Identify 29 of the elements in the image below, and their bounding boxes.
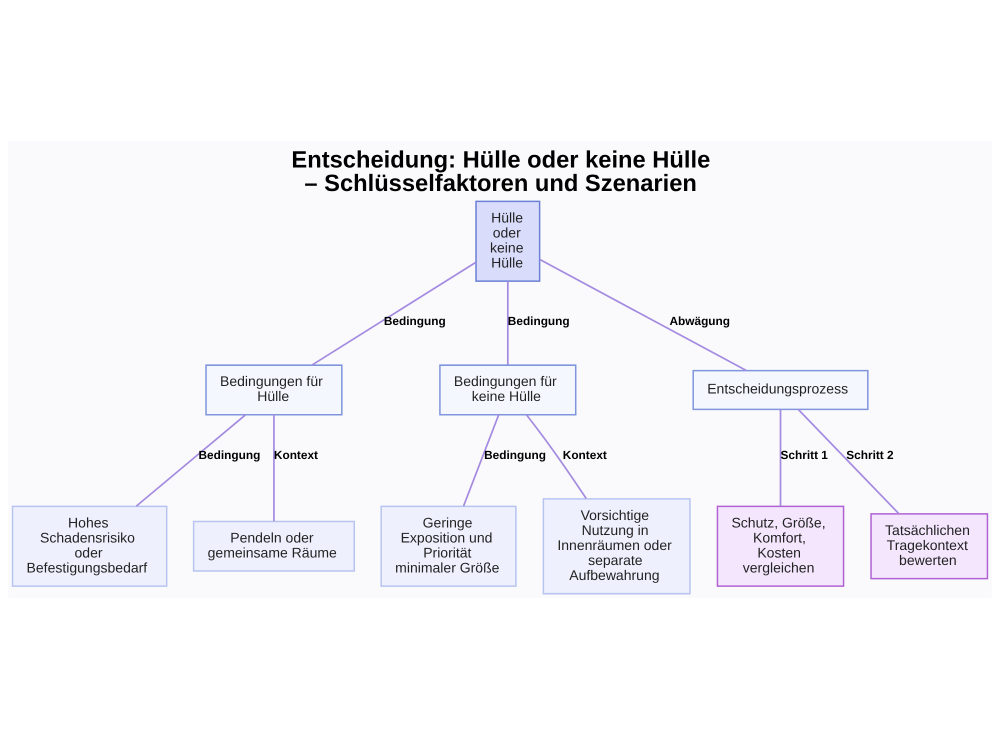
edge-label: Kontext: [562, 447, 607, 462]
connector: [136, 414, 246, 506]
edge-label: Bedingung: [484, 447, 546, 462]
connector: [526, 414, 587, 498]
edge-label: Abwägung: [669, 314, 730, 328]
connector: [273, 414, 275, 521]
connector: [798, 408, 900, 514]
node-box: Tatsächlichen Tragekontext bewerten: [870, 512, 988, 579]
connector: [780, 409, 782, 506]
node-box: Hülle oder keine Hülle: [475, 200, 540, 282]
connector: [506, 280, 509, 364]
edge-label: Bedingung: [198, 447, 260, 462]
node-box: Entscheidungsprozess: [692, 369, 869, 410]
connector: [539, 258, 747, 371]
edge-label: Schritt 2: [846, 447, 894, 462]
edge-label: Schritt 1: [780, 447, 828, 462]
node-box: Bedingungen für Hülle: [205, 364, 343, 416]
diagram-title: Entscheidung: Hülle oder keine Hülle – Schlüsselfaktoren und Szenarien: [291, 147, 710, 197]
node-box: Bedingungen für keine Hülle: [439, 364, 576, 416]
node-box: Hohes Schadensrisiko oder Befestigungsbedarf: [12, 505, 168, 586]
connector: [462, 414, 500, 506]
edge-label: Bedingung: [508, 314, 570, 328]
node-box: Vorsichtige Nutzung in Innenräumen oder separate Aufbewahrung: [542, 498, 691, 594]
edge-label: Kontext: [274, 447, 318, 462]
connector: [312, 261, 476, 366]
node-box: Pendeln oder gemeinsame Räume: [192, 520, 355, 572]
node-box: Geringe Exposition und Priorität minimaler Größe: [380, 505, 517, 586]
node-box: Schutz, Größe, Komfort, Kosten vergleichen: [716, 505, 844, 586]
edge-label: Bedingung: [384, 314, 446, 328]
